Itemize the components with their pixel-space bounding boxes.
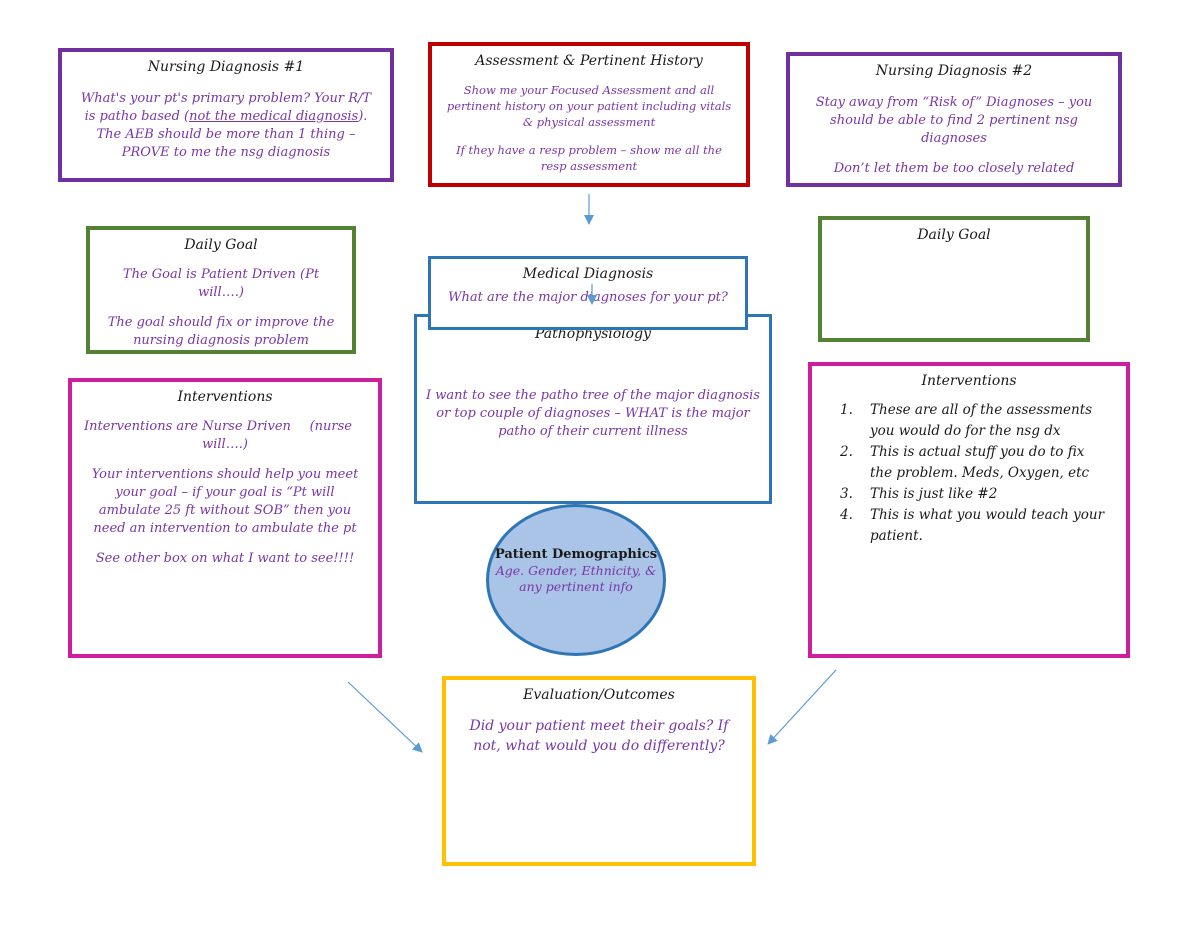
dg1-p2: The goal should fix or improve the nursi…: [107, 315, 335, 348]
list-item: 4. This is what you would teach your pati…: [840, 505, 1110, 547]
int1-line1: Interventions are Nurse Driven (nurse: [84, 418, 366, 436]
int1-p2: Your interventions should help you meet …: [91, 467, 359, 536]
nursing-diagnosis-2-text: Stay away from “Risk of” Diagnoses – you…: [790, 80, 1118, 178]
daily-goal-left-box: Daily Goal The Goal is Patient Driven (P…: [86, 226, 356, 354]
list-item-text: This is actual stuff you do to fix the p…: [870, 444, 1090, 481]
assessment-title: Assessment & Pertinent History: [475, 53, 703, 69]
pathophysiology-title: Pathophysiology: [535, 326, 651, 342]
list-item-number: 4.: [840, 507, 853, 523]
nursing-diagnosis-1-box: Nursing Diagnosis #1 What's your pt's pr…: [58, 48, 394, 182]
list-item-text: This is just like #2: [870, 486, 998, 502]
nursing-diagnosis-2-box: Nursing Diagnosis #2 Stay away from “Ris…: [786, 52, 1122, 187]
nursing-diagnosis-1-title: Nursing Diagnosis #1: [147, 59, 305, 75]
evaluation-text: Did your patient meet their goals? If no…: [469, 718, 729, 754]
interventions-left-text: Interventions are Nurse Driven (nurse wi…: [72, 406, 378, 568]
interventions-left-box: Interventions Interventions are Nurse Dr…: [68, 378, 382, 658]
medical-diagnosis-box: Medical Diagnosis What are the major dia…: [428, 256, 748, 330]
list-item: 1. These are all of the assessments you w…: [840, 400, 1110, 442]
dg1-p1: The Goal is Patient Driven (Pt will….): [122, 267, 320, 300]
patient-demographics-ellipse: Patient Demographics Age. Gender, Ethnic…: [486, 504, 666, 656]
daily-goal-left-text: The Goal is Patient Driven (Pt will….) T…: [90, 254, 352, 350]
interventions-right-box: Interventions 1. These are all of the ass…: [808, 362, 1130, 658]
list-item-text: This is what you would teach your patien…: [870, 507, 1105, 544]
int1-p3: See other box on what I want to see!!!!: [95, 551, 355, 566]
assessment-text: Show me your Focused Assessment and all …: [432, 70, 746, 174]
int1-line1b: (nurse: [309, 419, 352, 434]
evaluation-title: Evaluation/Outcomes: [523, 687, 675, 703]
medical-diagnosis-text: What are the major diagnoses for your pt…: [448, 290, 728, 305]
nd1-text-a: What's your pt's primary problem? Your R…: [80, 91, 372, 124]
interventions-left-title: Interventions: [177, 389, 273, 405]
demographics-text: Age. Gender, Ethnicity, & any pertinent …: [495, 563, 657, 594]
arrow-left-to-evaluation: [347, 681, 423, 753]
nd2-p1: Stay away from “Risk of” Diagnoses – you…: [815, 95, 1093, 146]
assessment-p2: If they have a resp problem – show me al…: [456, 143, 722, 173]
interventions-list: 1. These are all of the assessments you w…: [812, 400, 1126, 547]
pathophysiology-box: Pathophysiology I want to see the patho …: [414, 314, 772, 504]
medical-diagnosis-title: Medical Diagnosis: [522, 266, 654, 282]
assessment-history-box: Assessment & Pertinent History Show me y…: [428, 42, 750, 187]
list-item-text: These are all of the assessments you wou…: [870, 402, 1093, 439]
arrow-right-to-evaluation: [767, 669, 837, 745]
daily-goal-right-box: Daily Goal: [818, 216, 1090, 342]
list-item-number: 1.: [840, 402, 853, 418]
nd2-p2: Don’t let them be too closely related: [833, 161, 1075, 176]
nd1-text-underlined: not the medical diagnosis: [189, 109, 359, 124]
evaluation-outcomes-box: Evaluation/Outcomes Did your patient mee…: [442, 676, 756, 866]
list-item-number: 3.: [840, 486, 853, 502]
nursing-diagnosis-1-text: What's your pt's primary problem? Your R…: [62, 76, 390, 162]
int1-line1c: will….): [202, 437, 248, 452]
list-item: 2. This is actual stuff you do to fix the…: [840, 442, 1110, 484]
list-item: 3. This is just like #2: [840, 484, 1110, 505]
daily-goal-left-title: Daily Goal: [184, 237, 258, 253]
pathophysiology-text: I want to see the patho tree of the majo…: [426, 388, 760, 439]
int1-p1: Interventions are Nurse Driven (nurse wi…: [84, 418, 366, 454]
interventions-right-title: Interventions: [921, 373, 1017, 389]
nursing-diagnosis-2-title: Nursing Diagnosis #2: [875, 63, 1033, 79]
list-item-number: 2.: [840, 444, 853, 460]
assessment-p1: Show me your Focused Assessment and all …: [446, 83, 732, 129]
int1-line1a: Interventions are Nurse Driven: [84, 419, 291, 434]
daily-goal-right-title: Daily Goal: [917, 227, 991, 243]
demographics-title: Patient Demographics: [494, 547, 658, 562]
nd1-text-b: ). The AEB should be more than 1 thing –…: [96, 109, 368, 160]
